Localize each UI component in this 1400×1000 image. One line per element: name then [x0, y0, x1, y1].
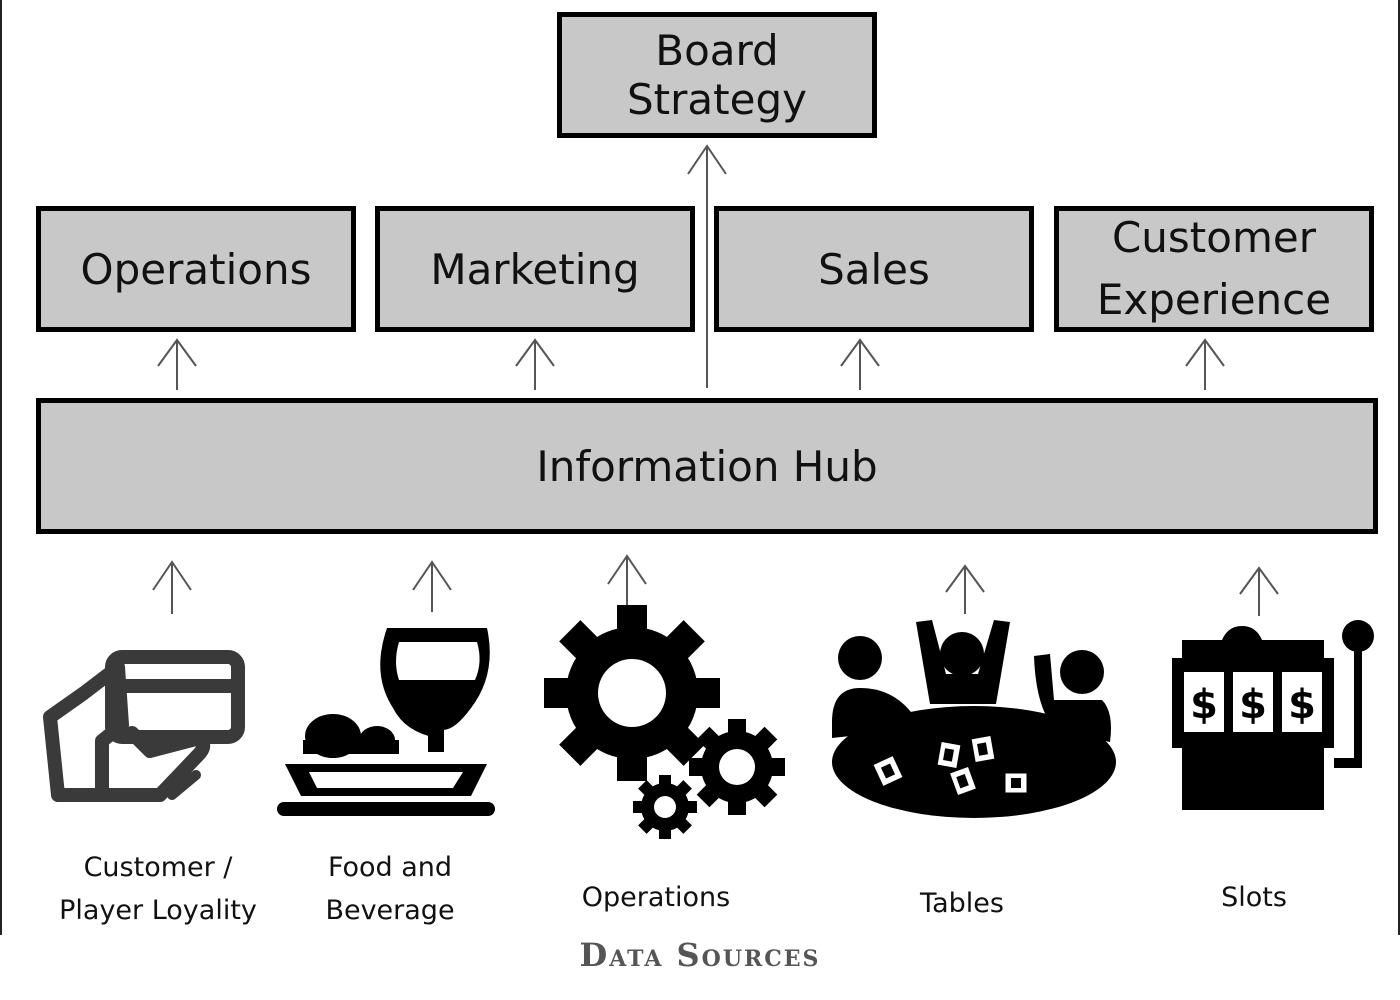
slot-machine-icon: $ $ $ [1172, 620, 1374, 810]
card-table-players-icon [832, 620, 1116, 818]
data-sources-caption: Data Sources [579, 936, 821, 974]
source-label-tables: Tables [920, 888, 1004, 919]
arrow-hub-to-marketing [515, 338, 555, 390]
customer-experience-label-line1: Customer [1111, 213, 1316, 262]
operations-box: Operations [36, 206, 356, 332]
information-hub-label: Information Hub [536, 441, 878, 491]
sales-label: Sales [818, 244, 930, 294]
svg-text:$: $ [1190, 682, 1218, 728]
marketing-label: Marketing [430, 244, 640, 294]
customer-experience-box: Customer Experience [1054, 206, 1374, 332]
board-strategy-box: Board Strategy [557, 12, 877, 138]
source-label-food: Food and Beverage [325, 852, 455, 926]
svg-text:$: $ [1288, 682, 1316, 728]
arrow-hub-to-operations [157, 338, 197, 390]
arrow-slots-to-hub [1239, 566, 1279, 616]
arrow-operations-to-hub [607, 554, 647, 606]
customer-experience-label-line2: Experience [1096, 275, 1332, 324]
card-in-hand-icon [43, 650, 245, 802]
arrow-loyalty-to-hub [152, 560, 192, 614]
arrow-hub-to-board [687, 144, 727, 388]
board-strategy-label: Board Strategy [627, 26, 807, 124]
arrow-hub-to-cx [1185, 338, 1225, 390]
operations-label: Operations [80, 244, 312, 294]
svg-text:$: $ [1239, 682, 1267, 728]
gears-icon [544, 605, 785, 839]
marketing-box: Marketing [375, 206, 695, 332]
wine-glass-and-food-icon [277, 628, 495, 816]
information-hub-box: Information Hub [36, 398, 1378, 534]
sales-box: Sales [714, 206, 1034, 332]
source-label-slots: Slots [1221, 882, 1287, 913]
source-label-loyalty: Customer / Player Loyality [59, 852, 257, 926]
arrow-tables-to-hub [945, 564, 985, 614]
right-frame-line [1398, 0, 1400, 935]
arrow-food-to-hub [412, 560, 452, 612]
source-label-operations: Operations [581, 882, 731, 913]
left-frame-line [0, 0, 2, 935]
arrow-hub-to-sales [840, 338, 880, 390]
